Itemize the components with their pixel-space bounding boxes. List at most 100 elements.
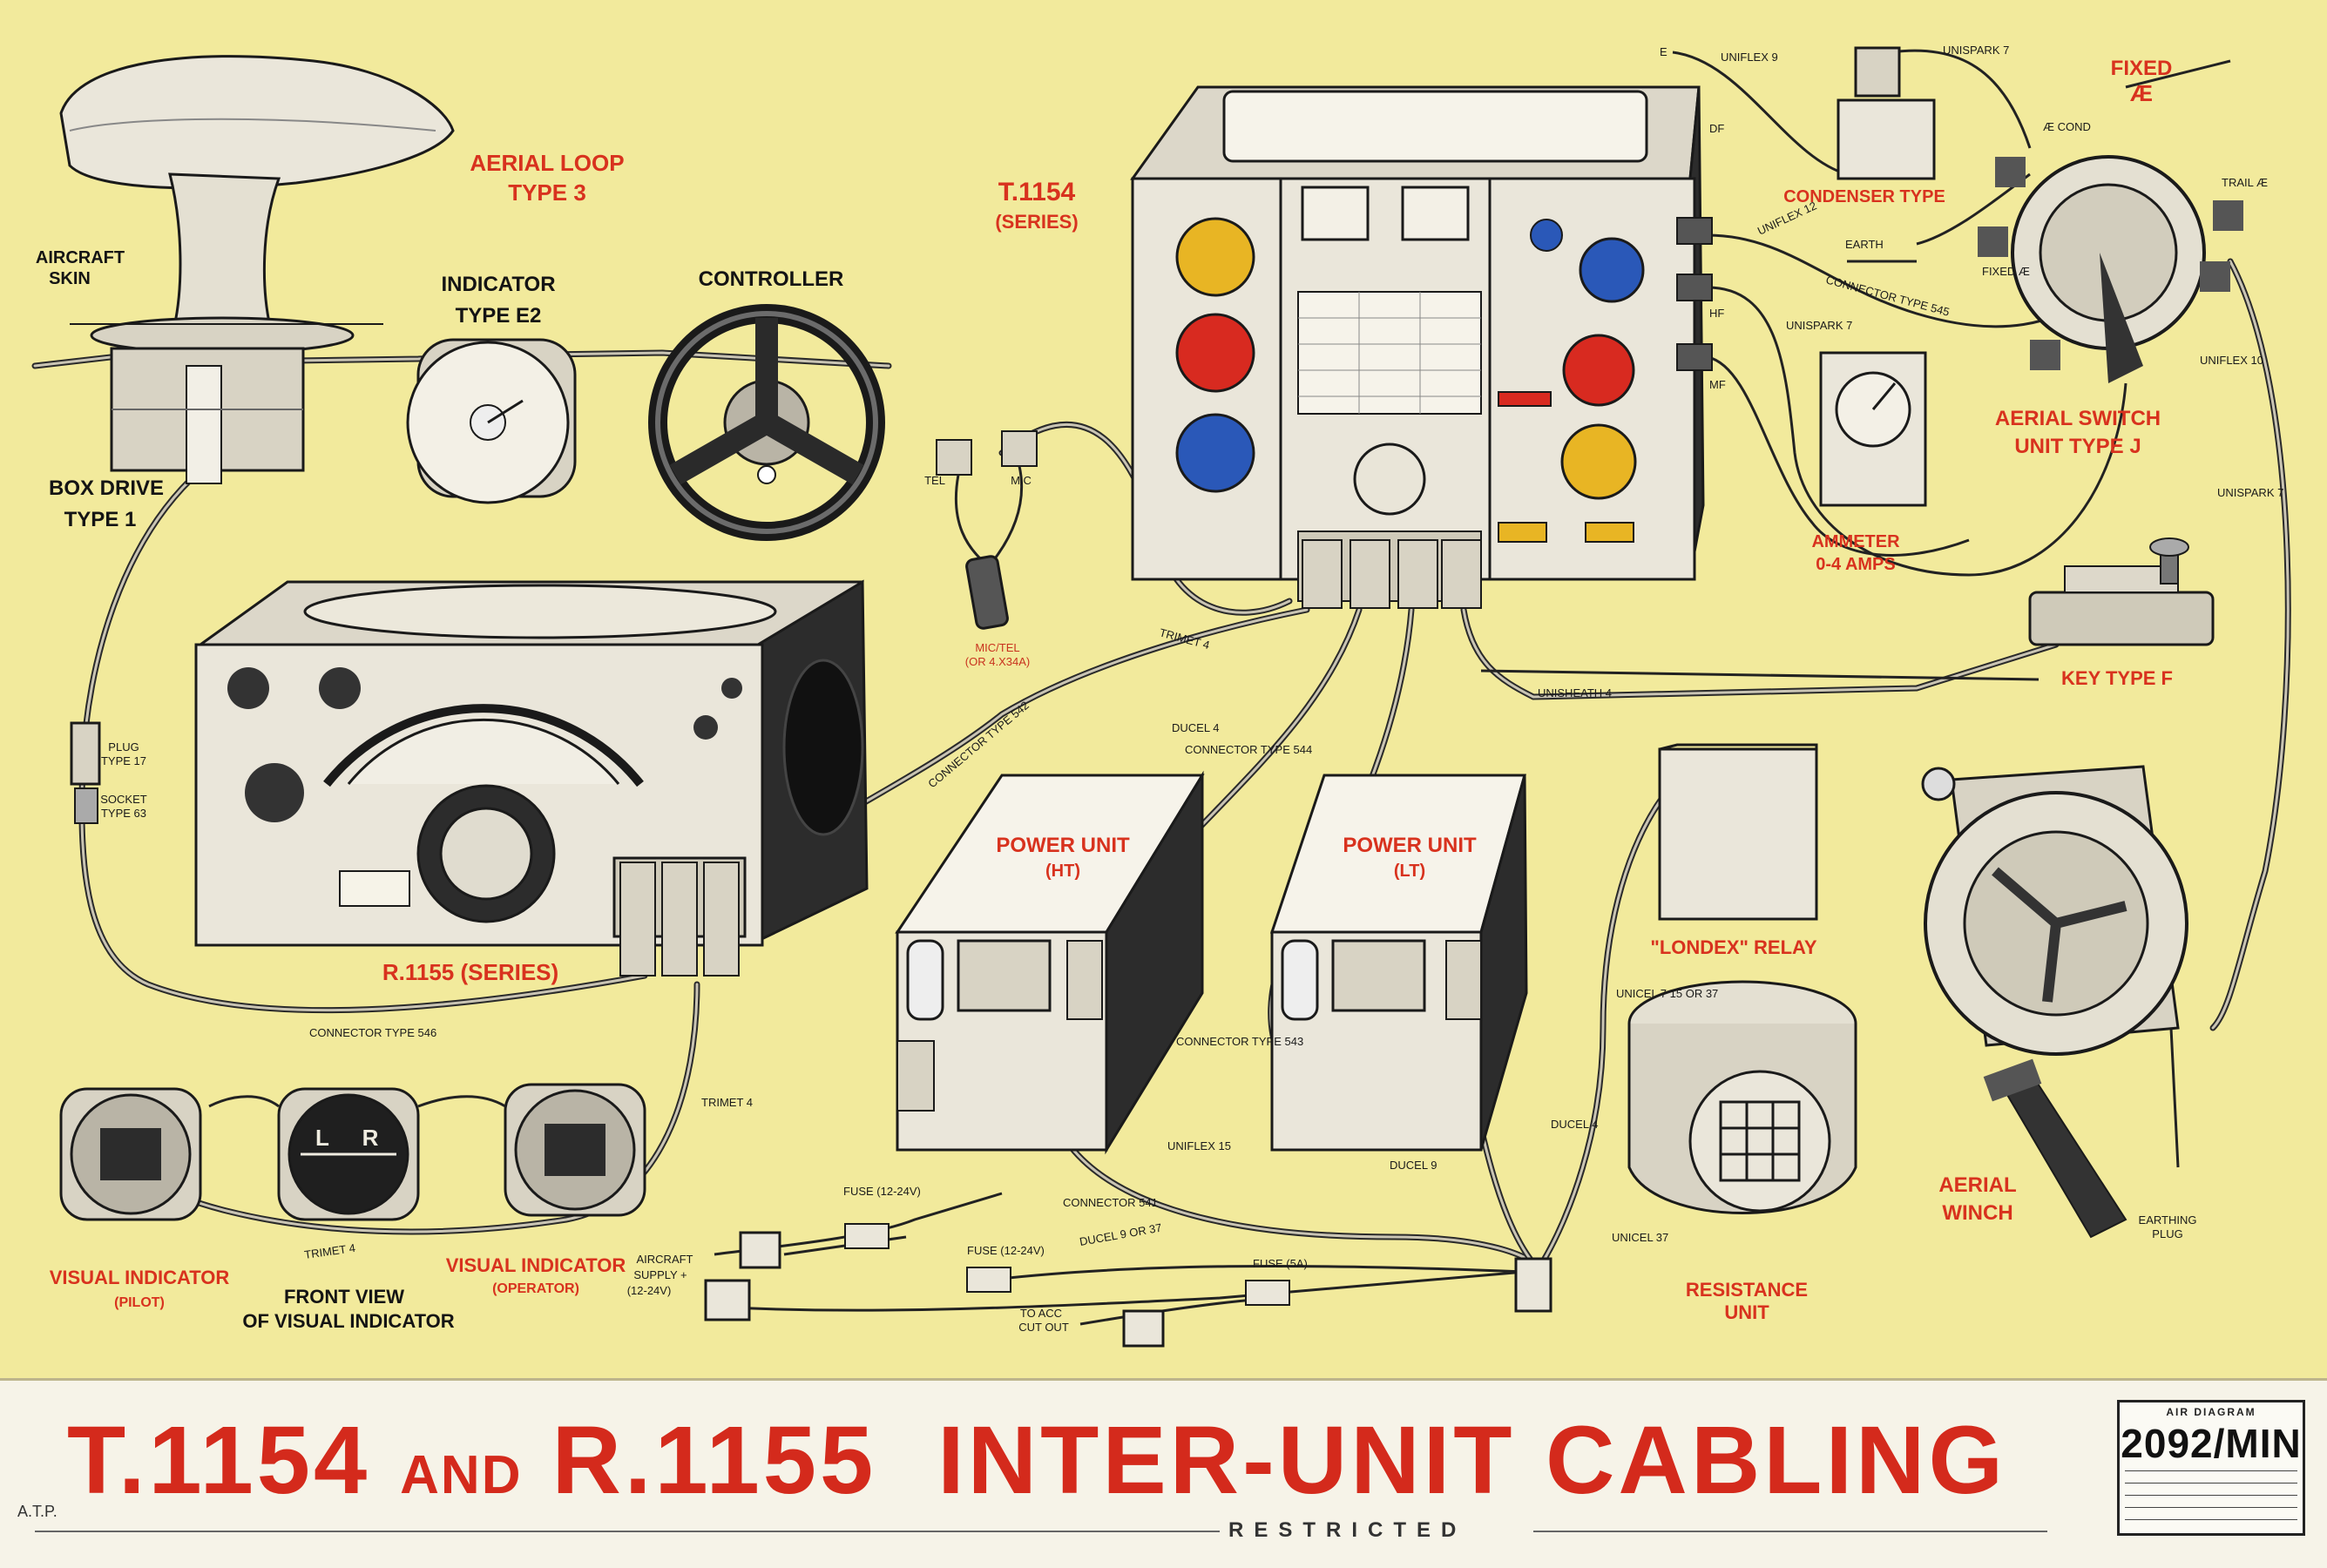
aircraft-supply-label-3: (12-24V) bbox=[627, 1284, 672, 1297]
cable-label-e-top: E bbox=[1660, 45, 1667, 58]
wiring-diagram: L R AERIAL LOOP TYPE 3 T.1154 (SERIES) R… bbox=[31, 44, 2291, 1348]
banner-and: AND bbox=[400, 1445, 523, 1505]
cable-label-connector-544: CONNECTOR TYPE 544 bbox=[1185, 743, 1312, 756]
to-acc-label-1: TO ACC bbox=[1020, 1307, 1062, 1320]
t1154-label-2: (SERIES) bbox=[995, 211, 1078, 233]
cable-label-ducel-9: DUCEL 9 bbox=[1390, 1159, 1437, 1172]
mic-tel-plug bbox=[936, 430, 1038, 630]
visual-pilot-label-2: (PILOT) bbox=[114, 1295, 165, 1310]
cable-label-trail-ae: TRAIL Æ bbox=[2222, 176, 2268, 189]
earthing-plug-label-1: EARTHING bbox=[2139, 1213, 2197, 1227]
air-diagram-rows bbox=[2125, 1470, 2297, 1531]
aircraft-skin-label-2: SKIN bbox=[49, 269, 91, 288]
aerial-winch-label-2: WINCH bbox=[1942, 1201, 2012, 1225]
resistance-label-1: RESISTANCE bbox=[1686, 1279, 1808, 1301]
morse-key bbox=[2028, 537, 2215, 646]
indicator-e2 bbox=[406, 338, 577, 504]
cable-label-connector-546: CONNECTOR TYPE 546 bbox=[309, 1026, 436, 1039]
londex-label: "LONDEX" RELAY bbox=[1650, 936, 1817, 958]
to-acc-label-2: CUT OUT bbox=[1018, 1321, 1069, 1334]
t1154-label-1: T.1154 bbox=[998, 178, 1076, 206]
banner-part-t1154: T.1154 bbox=[66, 1407, 371, 1514]
condenser-unit bbox=[1837, 46, 1936, 180]
cable-label-fuse-a: FUSE (12-24V) bbox=[843, 1185, 921, 1198]
indicator-label-1: INDICATOR bbox=[441, 273, 555, 296]
lr-label-r: R bbox=[362, 1125, 379, 1151]
cable-label-ducel-4b: DUCEL 4 bbox=[1551, 1118, 1598, 1131]
visual-indicator-pilot bbox=[59, 1087, 202, 1221]
plug-socket bbox=[70, 721, 101, 824]
indicator-label-2: TYPE E2 bbox=[456, 304, 542, 328]
visual-operator-label-2: (OPERATOR) bbox=[492, 1281, 579, 1296]
power-lt-label-2: (LT) bbox=[1394, 862, 1425, 881]
plug-label-1: PLUG bbox=[108, 740, 139, 754]
key-label: KEY TYPE F bbox=[2061, 667, 2173, 689]
power-ht-label-1: POWER UNIT bbox=[996, 834, 1130, 857]
cable-label-unicel-7: UNICEL 7 15 OR 37 bbox=[1616, 987, 1718, 1000]
cable-label-unispark-7-top: UNISPARK 7 bbox=[1943, 44, 2009, 57]
cable-label-fuse-b: FUSE (12-24V) bbox=[967, 1244, 1045, 1257]
banner-part-r1155: R.1155 bbox=[551, 1407, 877, 1514]
aerial-loop-label-1: AERIAL LOOP bbox=[470, 150, 624, 176]
socket-label-2: TYPE 63 bbox=[101, 807, 146, 820]
cable-label-connector-543: CONNECTOR TYPE 543 bbox=[1176, 1035, 1303, 1048]
aerial-winch-label-1: AERIAL bbox=[1938, 1173, 2016, 1197]
cable-label-unispark-7-mid: UNISPARK 7 bbox=[1786, 319, 1852, 332]
supply-fuses bbox=[704, 1223, 1290, 1348]
controller-wheel bbox=[648, 304, 885, 541]
front-view-label-1: FRONT VIEW bbox=[284, 1286, 404, 1308]
cable-label-unispark-7-right: UNISPARK 7 bbox=[2217, 486, 2283, 499]
earthing-plug-label-2: PLUG bbox=[2152, 1227, 2182, 1240]
cable-label-ae-cond: Æ COND bbox=[2043, 120, 2091, 133]
visual-pilot-label-1: VISUAL INDICATOR bbox=[50, 1267, 230, 1288]
cable-label-trimet-4b: TRIMET 4 bbox=[701, 1096, 753, 1109]
resistance-unit bbox=[1514, 980, 1857, 1313]
cable-label-df: DF bbox=[1709, 122, 1724, 135]
controller-label: CONTROLLER bbox=[699, 267, 844, 291]
power-lt-label-1: POWER UNIT bbox=[1343, 834, 1477, 857]
cable-label-uniflex-9: UNIFLEX 9 bbox=[1721, 51, 1778, 64]
box-drive bbox=[110, 347, 305, 484]
mic-tel-label-2: (OR 4.X34A) bbox=[965, 655, 1030, 668]
cable-label-uniflex-10: UNIFLEX 10 bbox=[2200, 354, 2263, 367]
aerial-loop-label-2: TYPE 3 bbox=[508, 179, 586, 206]
visual-operator-label-1: VISUAL INDICATOR bbox=[446, 1254, 626, 1276]
visual-indicator-front: L R bbox=[277, 1087, 420, 1221]
aerial-switch-unit bbox=[1978, 155, 2243, 383]
aircraft-supply-label-1: AIRCRAFT bbox=[637, 1253, 693, 1266]
lr-label-l: L bbox=[315, 1125, 329, 1151]
aircraft-supply-label-2: SUPPLY + bbox=[633, 1268, 687, 1281]
plug-label-2: TYPE 17 bbox=[101, 754, 146, 767]
restricted-rule-left bbox=[35, 1531, 1220, 1532]
aerial-winch bbox=[1921, 765, 2188, 1239]
cable-label-connector-541: CONNECTOR 541 bbox=[1063, 1196, 1158, 1209]
fixed-ae-label-2: Æ bbox=[2130, 80, 2153, 106]
power-unit-ht bbox=[895, 770, 1205, 1155]
air-diagram-box: AIR DIAGRAM 2092/MIN bbox=[2117, 1400, 2305, 1536]
cable-label-mf: MF bbox=[1709, 378, 1726, 391]
restricted-rule-right bbox=[1533, 1531, 2047, 1532]
aircraft-skin-label-1: AIRCRAFT bbox=[36, 248, 125, 267]
aerial-loop bbox=[59, 55, 455, 355]
box-drive-label-2: TYPE 1 bbox=[64, 508, 137, 531]
power-unit-lt bbox=[1269, 774, 1528, 1152]
fixed-ae-label-1: FIXED bbox=[2111, 57, 2173, 80]
mic-label: MIC bbox=[1011, 474, 1032, 487]
aerial-switch-label-1: AERIAL SWITCH bbox=[1995, 407, 2161, 430]
front-view-label-2: OF VISUAL INDICATOR bbox=[242, 1310, 454, 1332]
ammeter-label-1: AMMETER bbox=[1811, 532, 1900, 551]
cable-label-hf: HF bbox=[1709, 307, 1724, 320]
tel-label: TEL bbox=[924, 474, 945, 487]
arrow-right bbox=[417, 1095, 506, 1108]
atp-mark: A.T.P. bbox=[17, 1503, 57, 1520]
mic-tel-label-1: MIC/TEL bbox=[975, 641, 1019, 654]
cable-label-uniflex-15: UNIFLEX 15 bbox=[1167, 1139, 1231, 1152]
cable-label-unicel-37: UNICEL 37 bbox=[1612, 1231, 1668, 1244]
visual-indicator-operator bbox=[504, 1083, 646, 1217]
air-diagram-number: 2092/MIN bbox=[2121, 1421, 2302, 1466]
arrow-left bbox=[208, 1095, 280, 1108]
resistance-label-2: UNIT bbox=[1724, 1301, 1769, 1323]
